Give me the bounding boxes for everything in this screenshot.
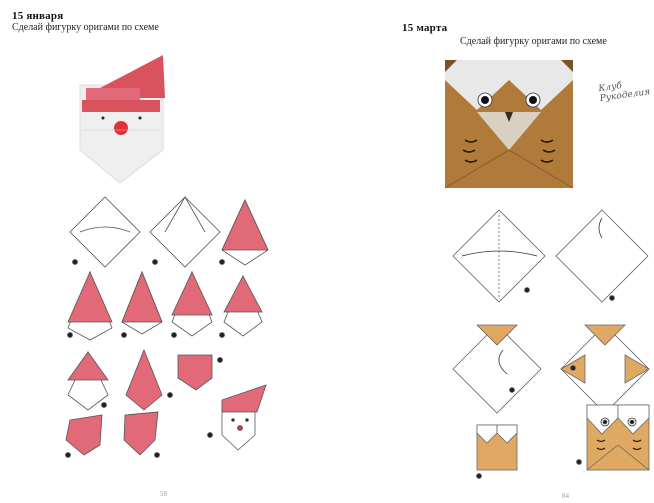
santa-step-8	[68, 352, 108, 410]
owl-step-5	[477, 425, 518, 479]
santa-step-5	[122, 272, 163, 338]
left-page-number: 58	[160, 490, 167, 498]
right-page: 15 марта Сделай фигурку оригами по схеме	[327, 0, 654, 503]
right-page-number: 84	[562, 492, 569, 500]
santa-step-6	[172, 272, 213, 338]
owl-step-3	[453, 325, 541, 413]
santa-step-3	[220, 200, 269, 265]
santa-photo	[80, 55, 165, 183]
owl-step-1	[453, 210, 545, 302]
santa-step-13	[208, 385, 267, 450]
santa-step-12	[124, 412, 160, 458]
owl-photo	[445, 60, 573, 188]
left-page: 15 января Сделай фигурку оригами по схем…	[0, 0, 327, 503]
santa-origami-diagram	[0, 0, 327, 503]
santa-step-11	[66, 415, 103, 458]
santa-step-10	[178, 355, 223, 390]
santa-step-2	[150, 197, 220, 267]
owl-origami-diagram	[327, 0, 654, 503]
santa-step-9	[126, 350, 173, 410]
owl-step-2	[556, 210, 648, 302]
owl-step-6	[577, 405, 650, 470]
santa-step-4	[68, 272, 113, 340]
owl-step-4	[561, 325, 649, 413]
santa-step-1	[70, 197, 140, 267]
santa-step-7	[220, 276, 263, 338]
